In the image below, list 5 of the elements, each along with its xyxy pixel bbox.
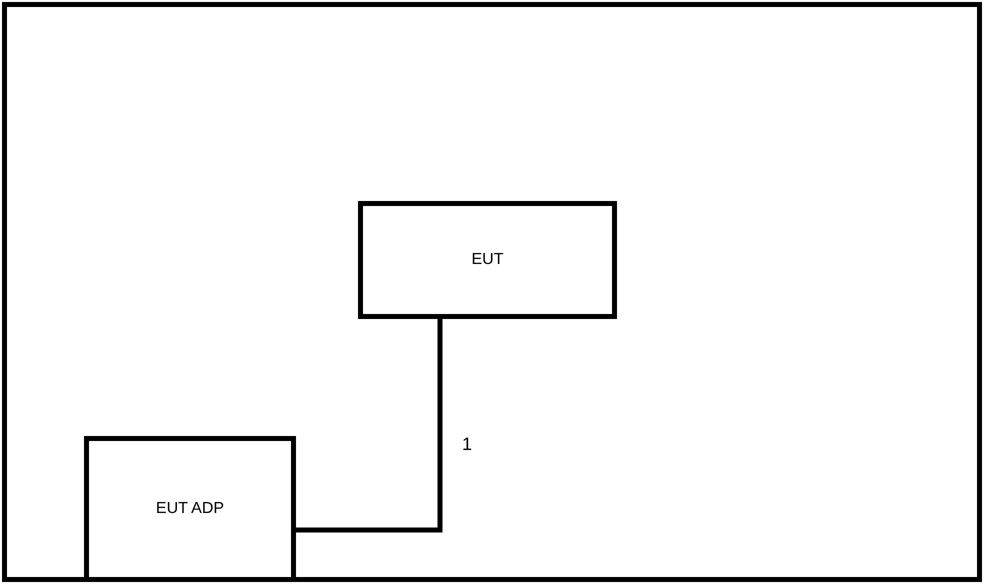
- edge-label: 1: [460, 434, 474, 452]
- connector-line: [296, 319, 442, 532]
- device-label: EUT ADP: [156, 499, 224, 519]
- device-box: [358, 201, 617, 319]
- device-label: EUT: [472, 250, 504, 270]
